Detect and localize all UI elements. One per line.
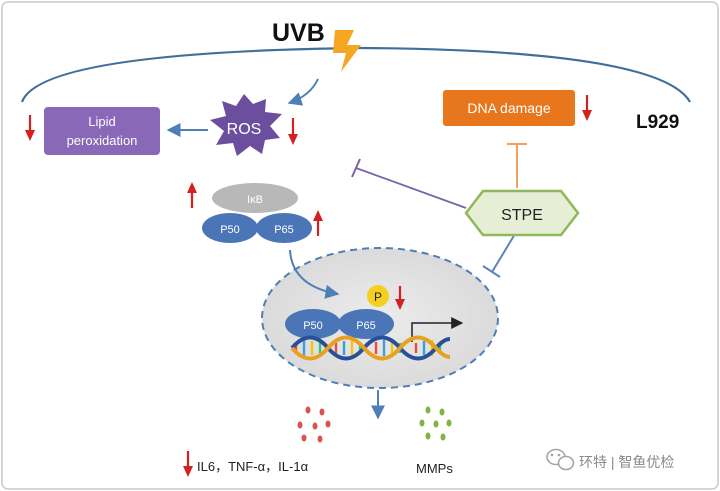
ros-starburst	[210, 94, 282, 156]
cell-membrane	[20, 46, 691, 103]
nfkb-translocation-arrow	[289, 249, 340, 299]
p65-up-arrow-icon	[313, 210, 323, 236]
mmp-dots	[419, 406, 452, 441]
dna-damage-box	[443, 90, 575, 126]
cell-line-label: L929	[636, 112, 679, 133]
ros-label: ROS	[227, 121, 262, 138]
mmps-label: MMPs	[416, 461, 453, 476]
ikb-ellipse	[212, 183, 298, 213]
ikb-up-arrow-icon	[187, 182, 197, 208]
p50-nuc-ellipse	[285, 309, 341, 339]
p65-cyto-label: P65	[274, 224, 294, 236]
p65-cyto-ellipse	[256, 213, 312, 243]
phosphate-down-arrow-icon	[395, 286, 405, 310]
watermark-text: 环特 | 智鱼优检	[579, 454, 674, 470]
lightning-bolt-icon	[333, 30, 361, 72]
p65-nuc-ellipse	[338, 309, 394, 339]
wechat-icon	[546, 448, 575, 471]
phosphate-label: P	[374, 290, 382, 304]
transcription-start-arrow	[411, 317, 464, 342]
stpe-inhibits-nfkb-nuclear	[482, 233, 516, 278]
cytokine-dots	[297, 406, 331, 443]
p50-cyto-ellipse	[202, 213, 258, 243]
ros-down-arrow-icon	[288, 118, 298, 145]
p50-cyto-label: P50	[220, 224, 240, 236]
cytokines-label: IL6，TNF-α，IL-1α	[197, 459, 309, 474]
ikb-label: IκB	[247, 194, 263, 206]
p50-nuc-label: P50	[303, 320, 323, 332]
stpe-inhibits-dna-damage	[507, 143, 527, 188]
lipid-peroxidation-box	[44, 107, 160, 155]
p65-nuc-label: P65	[356, 320, 376, 332]
cytokines-down-arrow-icon	[183, 451, 193, 477]
stpe-label: STPE	[501, 207, 543, 224]
uvb-label: UVB	[272, 19, 325, 47]
uvb-to-ros-arrow	[287, 78, 319, 106]
lipid-label-line1: Lipid	[88, 114, 115, 129]
dna-helix	[290, 335, 451, 361]
phosphate-circle	[367, 285, 389, 307]
lipid-label-line2: peroxidation	[67, 133, 138, 148]
stpe-hexagon	[464, 189, 580, 237]
dna-damage-down-arrow-icon	[582, 95, 592, 121]
stpe-inhibits-ros	[351, 158, 467, 209]
dna-damage-label: DNA damage	[467, 100, 550, 116]
lipid-down-arrow-icon	[25, 115, 35, 141]
